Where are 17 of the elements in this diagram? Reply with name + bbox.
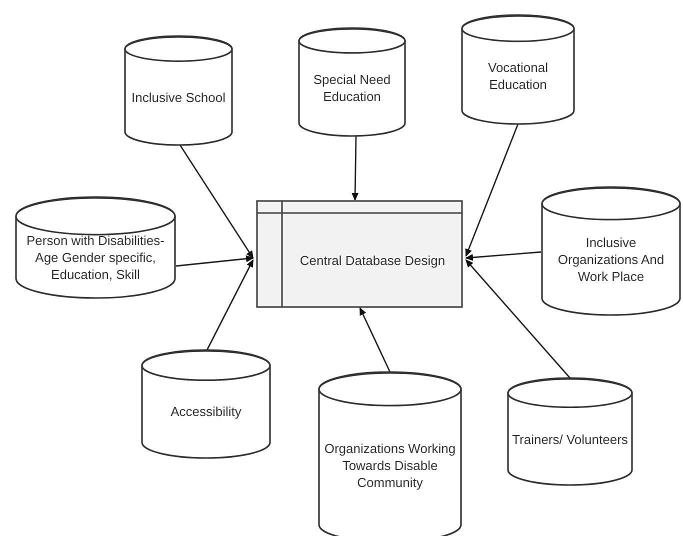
node-label: Inclusive School bbox=[132, 88, 226, 106]
arrow bbox=[465, 259, 571, 378]
node-label: Trainers/ Volunteers bbox=[512, 430, 628, 448]
arrow bbox=[465, 251, 542, 261]
arrow bbox=[206, 259, 254, 350]
arrow bbox=[359, 307, 391, 372]
arrow bbox=[179, 144, 254, 259]
node-label: Person with Disabilities- Age Gender specific, Education, Skill bbox=[26, 232, 166, 283]
arrow bbox=[352, 136, 359, 201]
node-label: Special Need Education bbox=[312, 71, 392, 106]
arrow bbox=[465, 124, 519, 257]
node-label: Vocational Education bbox=[487, 59, 549, 94]
node-label: Inclusive Organizations And Work Place bbox=[556, 234, 666, 285]
node-label: Central Database Design bbox=[300, 252, 446, 268]
node-label: Organizations Working Towards Disable Community bbox=[323, 440, 457, 492]
node-label: Accessibility bbox=[170, 403, 242, 420]
arrow bbox=[176, 255, 254, 267]
